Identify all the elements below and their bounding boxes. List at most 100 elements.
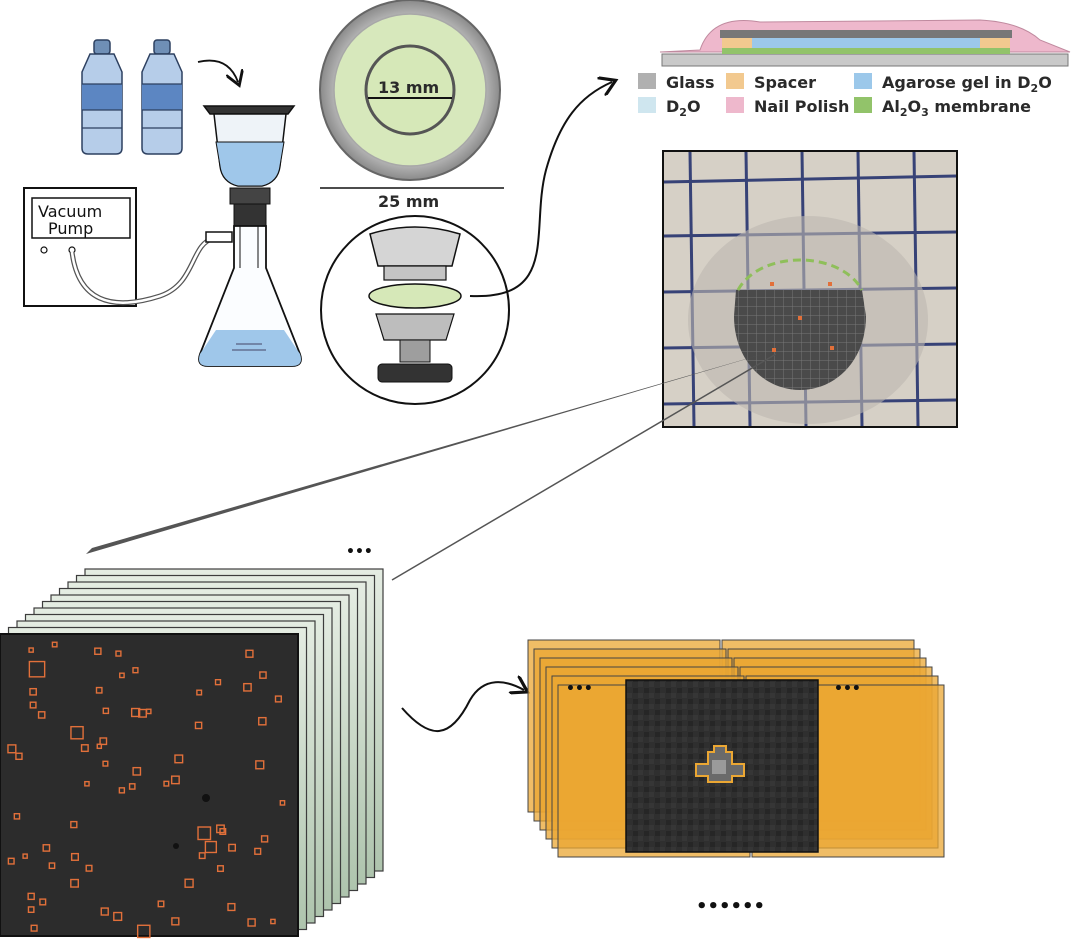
detection-box bbox=[136, 924, 151, 939]
detection-box bbox=[85, 864, 93, 872]
detection-box bbox=[27, 906, 35, 914]
detection-box bbox=[99, 737, 108, 746]
zoom-line bbox=[391, 353, 777, 581]
detection-box bbox=[29, 687, 37, 696]
detection-box bbox=[94, 647, 102, 655]
detection-box bbox=[197, 826, 212, 841]
svg-text:Al2O3 membrane: Al2O3 membrane bbox=[882, 97, 1031, 119]
svg-text:•••: ••• bbox=[346, 544, 373, 560]
svg-text:Spacer: Spacer bbox=[754, 73, 816, 92]
detection-box bbox=[118, 787, 126, 794]
legend: Glass Spacer Agarose gel in D2O D2O Nail… bbox=[638, 73, 1052, 119]
detection-box bbox=[15, 752, 23, 761]
detection-box bbox=[194, 721, 203, 730]
detection-box bbox=[216, 824, 225, 834]
detection-box bbox=[204, 840, 218, 854]
svg-text:Nail Polish: Nail Polish bbox=[754, 97, 849, 116]
microscope-image bbox=[0, 633, 299, 939]
sample-photo bbox=[662, 150, 958, 428]
detection-box bbox=[214, 679, 222, 686]
detection-box bbox=[42, 844, 51, 852]
curved-arrow-crops bbox=[401, 682, 524, 733]
detection-box bbox=[171, 917, 180, 926]
detection-box bbox=[138, 708, 147, 718]
sample-cross-section bbox=[659, 19, 1071, 67]
water-bottle-icon bbox=[141, 39, 183, 155]
detection-box bbox=[163, 780, 170, 787]
inner-diameter-label: 13 mm bbox=[378, 78, 439, 97]
detection-box bbox=[70, 878, 79, 888]
detection-box bbox=[70, 820, 78, 829]
svg-text:Glass: Glass bbox=[666, 73, 714, 92]
legend-item-nail-polish: Nail Polish bbox=[726, 97, 849, 116]
detection-box bbox=[96, 743, 103, 750]
detection-box bbox=[247, 918, 256, 927]
detection-box bbox=[130, 707, 141, 718]
legend-item-agarose: Agarose gel in D2O bbox=[854, 73, 1052, 95]
pour-arrow bbox=[197, 59, 238, 82]
detection-box bbox=[270, 918, 276, 925]
zoom-wedge bbox=[86, 352, 770, 554]
vacuum-pump: Vacuum Pump bbox=[23, 187, 215, 307]
detection-box bbox=[39, 898, 47, 906]
curved-arrow bbox=[469, 82, 612, 298]
legend-item-d2o: D2O bbox=[638, 97, 701, 119]
detection-box bbox=[95, 686, 103, 694]
detection-box bbox=[119, 672, 125, 679]
detection-box bbox=[196, 689, 203, 696]
detection-box bbox=[255, 760, 265, 770]
detection-box bbox=[227, 902, 236, 912]
vacuum-pump-label-1: Vacuum bbox=[38, 202, 102, 221]
detection-box bbox=[22, 853, 28, 859]
water-bottle-icon bbox=[81, 39, 123, 155]
legend-item-spacer: Spacer bbox=[726, 73, 816, 92]
detection-box bbox=[170, 775, 180, 785]
detection-box bbox=[70, 725, 84, 740]
crop-ellipsis-left: ••• bbox=[566, 681, 593, 697]
crop-image bbox=[625, 679, 819, 853]
detection-box bbox=[30, 924, 38, 932]
detection-box bbox=[228, 843, 237, 852]
detection-box bbox=[243, 682, 252, 692]
detection-box bbox=[13, 813, 21, 820]
detection-box bbox=[29, 701, 37, 709]
detection-box bbox=[7, 744, 17, 754]
water-bottles bbox=[81, 39, 238, 155]
svg-text:Agarose gel in D2O: Agarose gel in D2O bbox=[882, 73, 1052, 95]
detection-box bbox=[100, 907, 109, 916]
detection-box bbox=[28, 647, 34, 653]
detection-box bbox=[219, 828, 227, 836]
detection-box bbox=[51, 641, 58, 648]
detection-box bbox=[84, 780, 90, 787]
detection-box bbox=[132, 667, 139, 674]
filter-disc: 13 mm 25 mm bbox=[319, 0, 504, 211]
svg-text:D2O: D2O bbox=[666, 97, 701, 119]
detection-box bbox=[216, 865, 224, 873]
detection-box bbox=[184, 878, 194, 888]
detection-boxes bbox=[7, 641, 286, 939]
detection-box bbox=[157, 900, 165, 908]
detection-box bbox=[259, 671, 267, 679]
detection-box bbox=[128, 783, 136, 790]
detection-box bbox=[198, 852, 206, 860]
exploded-funnel-circle bbox=[320, 215, 510, 405]
detection-box bbox=[27, 892, 35, 901]
detection-box bbox=[102, 760, 109, 767]
detection-box bbox=[174, 754, 184, 764]
detection-box bbox=[37, 711, 46, 719]
detection-box bbox=[7, 857, 15, 865]
membrane-layer bbox=[368, 283, 462, 309]
legend-item-glass: Glass bbox=[638, 73, 714, 92]
legend-item-membrane: Al2O3 membrane bbox=[854, 97, 1031, 119]
detection-box bbox=[274, 695, 282, 703]
outer-diameter-label: 25 mm bbox=[378, 192, 439, 211]
vacuum-pump-label-2: Pump bbox=[48, 219, 93, 238]
detection-box bbox=[70, 852, 79, 861]
detection-box bbox=[113, 911, 123, 922]
detection-box bbox=[254, 847, 262, 855]
detection-box bbox=[260, 835, 269, 843]
detection-box bbox=[115, 650, 122, 657]
bottom-ellipsis: •••••• bbox=[696, 896, 765, 917]
filtration-flask bbox=[198, 105, 302, 367]
